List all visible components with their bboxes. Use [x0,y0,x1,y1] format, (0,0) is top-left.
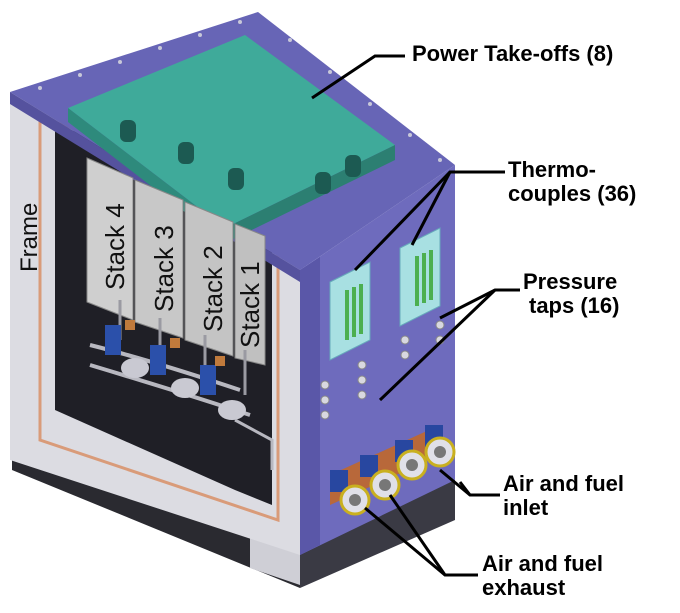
canister-1 [121,358,149,378]
stack-2-label: Stack 2 [198,245,228,332]
power-takeoffs-text: Power Take-offs (8) [412,41,614,66]
stack-1-label: Stack 1 [235,261,265,348]
blue-fitting-3 [200,365,216,395]
air-fuel-inlet-text-line1: Air and fuel [503,471,625,496]
thermocouples-callout: Thermo- couples (36) [508,158,636,206]
fuel-cell-stacks [86,157,266,366]
leader-exhaust-b [388,494,447,576]
stack-1-body [234,223,266,366]
leader-inlet-b [458,481,472,496]
manifold-piping [89,300,274,470]
air-fuel-exhaust-callout: Air and fuel exhaust [482,552,603,600]
canister-2 [171,378,199,398]
copper-connector-2 [170,338,180,348]
power-takeoffs-callout: Power Take-offs (8) [412,42,613,66]
canister-3 [218,400,246,420]
air-fuel-inlet-flanges [396,436,456,481]
thermocouples-text-line1: Thermo- [508,157,596,182]
pressure-taps-text-line1: Pressure [523,269,618,294]
leader-power-takeoffs [311,54,405,100]
pressure-tap-fittings [320,320,445,420]
copper-connector-3 [215,356,225,366]
leader-lines [311,54,520,577]
lid-bolts [38,20,442,162]
pressure-taps-text-line2: taps (16) [529,293,620,318]
leader-pressure-taps-b [378,288,497,402]
air-fuel-inlet-callout: Air and fuel inlet [503,472,624,520]
pressure-taps-callout: Pressure taps (16) [523,270,619,318]
blue-fitting-2 [150,345,166,375]
air-fuel-exhaust-flanges [339,469,401,516]
power-takeoff-block [68,35,395,243]
air-fuel-exhaust-text-line1: Air and fuel [482,551,604,576]
stack-3-body [134,179,184,339]
blue-port-block-1 [330,470,348,492]
air-fuel-exhaust-text-line2: exhaust [482,575,566,600]
copper-connector-1 [125,320,135,330]
leader-thermocouples-b [410,171,452,246]
blue-fitting-1 [105,325,121,355]
thermocouple-block-right [399,227,441,327]
blue-port-block-2 [360,455,378,477]
stack-4-label: Stack 4 [100,203,130,290]
stack-3-label: Stack 3 [149,225,179,312]
frame-label: Frame [16,203,43,272]
thermocouples-text-line2: couples (36) [508,181,637,206]
right-side-panel-shade [300,257,320,555]
air-fuel-inlet-text-line2: inlet [503,495,549,520]
stack-2-body [184,201,234,357]
